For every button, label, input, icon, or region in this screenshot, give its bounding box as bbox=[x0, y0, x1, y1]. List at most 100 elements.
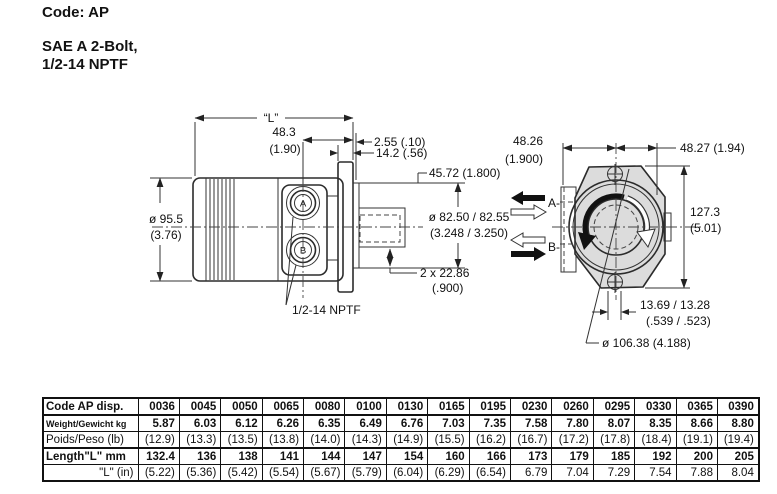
table-cell: (6.29) bbox=[427, 464, 470, 482]
table-cell: (19.4) bbox=[716, 431, 760, 449]
bolt-hole-bottom bbox=[607, 272, 623, 293]
table-cell: 0260 bbox=[551, 397, 594, 416]
dim-82-50-mm: ø 82.50 / 82.55 bbox=[429, 210, 510, 224]
flow-arrow-a-out bbox=[510, 204, 547, 220]
table-cell: 160 bbox=[427, 447, 470, 465]
table-cell: 141 bbox=[261, 447, 305, 465]
table-cell: 0050 bbox=[220, 397, 263, 416]
dim-port-face-height: 45.72 (1.800) bbox=[417, 166, 500, 183]
table-cell: (14.9) bbox=[385, 431, 429, 449]
table-cell: 0195 bbox=[468, 397, 512, 416]
dim-127-3-in: (5.01) bbox=[690, 221, 721, 235]
table-cell: 0365 bbox=[675, 397, 718, 416]
dim-shaft-step: 2 x 22.86 (.900) bbox=[386, 248, 470, 295]
table-cell: 8.07 bbox=[592, 414, 636, 432]
table-cell: (13.3) bbox=[178, 431, 222, 449]
table-cell: (6.04) bbox=[385, 464, 429, 482]
table-cell: (5.36) bbox=[178, 464, 222, 482]
table-cell: 173 bbox=[510, 447, 553, 465]
table-cell: (18.4) bbox=[634, 431, 677, 449]
table-cell: 185 bbox=[592, 447, 636, 465]
length-mm-label: Length"L" mm bbox=[42, 447, 139, 465]
table-cell: 6.26 bbox=[261, 414, 305, 432]
table-cell: 0100 bbox=[344, 397, 387, 416]
subtitle-line-2: 1/2-14 NPTF bbox=[42, 56, 128, 73]
dim-48-26: 48.26 (1.900) 48.27 (1.94) bbox=[505, 134, 745, 195]
table-cell: 0065 bbox=[261, 397, 305, 416]
table-cell: 6.35 bbox=[303, 414, 346, 432]
table-cell: 7.54 bbox=[634, 464, 677, 482]
table-cell: 6.03 bbox=[178, 414, 222, 432]
length-in-row: "L" (in) (5.22)(5.36)(5.42)(5.54)(5.67)(… bbox=[42, 464, 760, 482]
dim-48-3-mm: 48.3 bbox=[272, 125, 296, 139]
rotation-arrow-cw bbox=[625, 195, 656, 249]
motor-side-view: A B bbox=[152, 161, 478, 298]
table-cell: (5.22) bbox=[137, 464, 180, 482]
table-cell: 0295 bbox=[592, 397, 636, 416]
table-cell: 6.12 bbox=[220, 414, 263, 432]
bolt-hole-top bbox=[607, 164, 623, 185]
table-cell: 6.76 bbox=[385, 414, 429, 432]
port-thread-label: 1/2-14 NPTF bbox=[292, 303, 361, 317]
overall-length-label: “L” bbox=[264, 111, 279, 125]
table-cell: (19.1) bbox=[675, 431, 718, 449]
weight-lb-label: Poids/Peso (lb) bbox=[42, 431, 139, 449]
table-cell: 7.58 bbox=[510, 414, 553, 432]
page-title: Code: AP bbox=[42, 4, 109, 21]
dim-22-86-in: (.900) bbox=[432, 281, 463, 295]
table-cell: (16.7) bbox=[510, 431, 553, 449]
table-cell: 5.87 bbox=[137, 414, 180, 432]
table-cell: 132.4 bbox=[137, 447, 180, 465]
table-cell: (14.0) bbox=[303, 431, 346, 449]
dim-pilot-step: 2.55 (.10) bbox=[355, 133, 425, 180]
table-cell: 200 bbox=[675, 447, 718, 465]
table-cell: (5.42) bbox=[220, 464, 263, 482]
dim-port-to-face: 48.3 (1.90) bbox=[269, 125, 354, 184]
table-cell: 7.35 bbox=[468, 414, 512, 432]
dim-bolt-circle: ø 106.38 (4.188) bbox=[586, 336, 691, 350]
front-port-b-label: B- bbox=[548, 240, 560, 254]
table-cell: 8.35 bbox=[634, 414, 677, 432]
dim-22-86-mm: 2 x 22.86 bbox=[420, 266, 470, 280]
table-cell: 205 bbox=[716, 447, 760, 465]
table-cell: 136 bbox=[178, 447, 222, 465]
length-in-label: "L" (in) bbox=[42, 464, 139, 482]
dim-48-27-label: 48.27 (1.94) bbox=[680, 141, 745, 155]
dim-13-69-in: (.539 / .523) bbox=[646, 314, 711, 328]
table-cell: 0080 bbox=[303, 397, 346, 416]
port-thread-callout: 1/2-14 NPTF bbox=[285, 216, 361, 317]
table-cell: 144 bbox=[303, 447, 346, 465]
dim-48-26-in: (1.900) bbox=[505, 152, 543, 166]
table-cell: (5.54) bbox=[261, 464, 305, 482]
spline-ribs bbox=[209, 179, 235, 280]
subtitle-line-1: SAE A 2-Bolt, bbox=[42, 38, 138, 55]
flow-arrows: A- B- bbox=[510, 191, 576, 261]
table-cell: 7.03 bbox=[427, 414, 470, 432]
table-cell: 0330 bbox=[634, 397, 677, 416]
dim-pilot-diameter: ø 82.50 / 82.55 (3.248 / 3.250) bbox=[423, 182, 517, 269]
table-cell: 166 bbox=[468, 447, 512, 465]
dim-95-5-mm: ø 95.5 bbox=[149, 212, 183, 226]
table-cell: 0130 bbox=[385, 397, 429, 416]
rotation-arrow-ccw bbox=[578, 193, 625, 250]
table-cell: 6.79 bbox=[510, 464, 553, 482]
flow-arrow-b-out bbox=[510, 232, 546, 248]
dim-127-3-mm: 127.3 bbox=[690, 205, 720, 219]
dim-2-55-label: 2.55 (.10) bbox=[374, 135, 425, 149]
table-cell: (16.2) bbox=[468, 431, 512, 449]
table-cell: 0230 bbox=[510, 397, 553, 416]
motor-front-view bbox=[552, 143, 702, 344]
table-cell: 154 bbox=[385, 447, 429, 465]
front-port-a-label: A- bbox=[548, 196, 560, 210]
table-cell: 7.04 bbox=[551, 464, 594, 482]
table-cell: 8.04 bbox=[716, 464, 760, 482]
table-cell: 6.49 bbox=[344, 414, 387, 432]
dim-14-2-label: 14.2 (.56) bbox=[376, 146, 427, 160]
table-cell: (17.2) bbox=[551, 431, 594, 449]
port-b-letter: B bbox=[300, 246, 306, 257]
dim-13-69-mm: 13.69 / 13.28 bbox=[640, 298, 710, 312]
